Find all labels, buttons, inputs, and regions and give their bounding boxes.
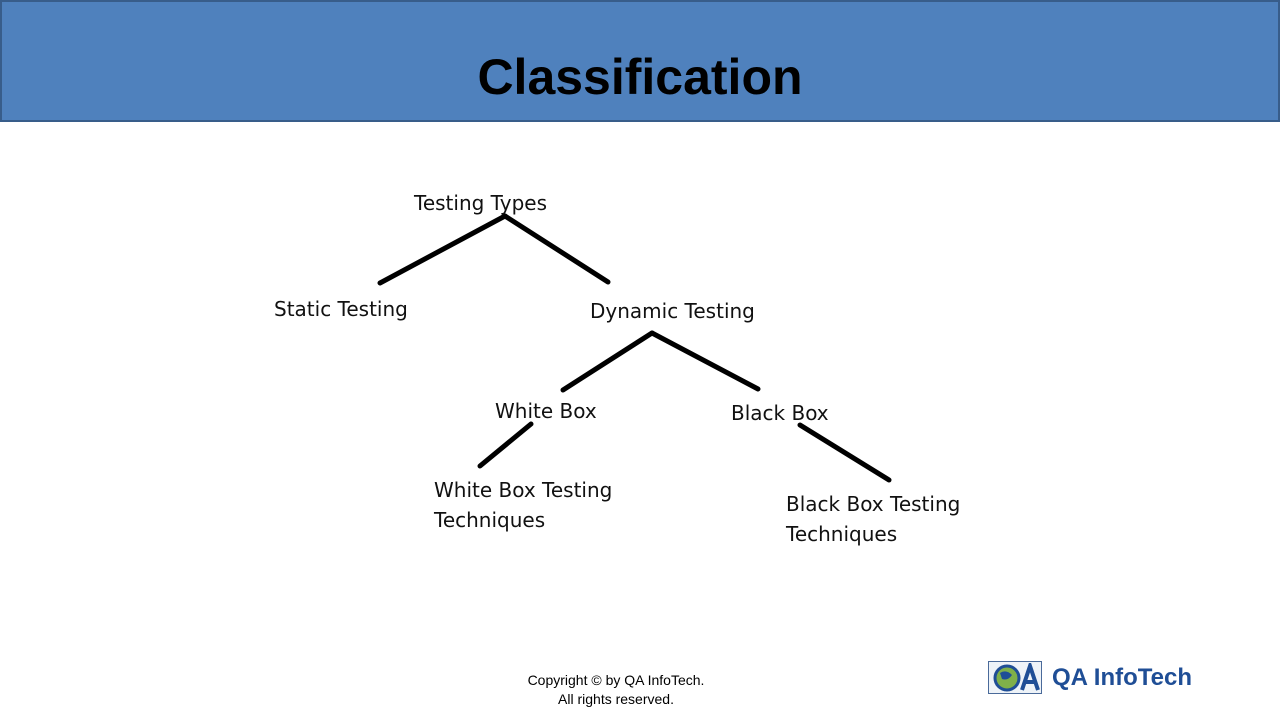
connector-root-dynamic <box>502 213 611 285</box>
slide-title: Classification <box>477 49 803 105</box>
copyright-line: Copyright © by QA InfoTech. <box>527 672 705 688</box>
node-text-line: Techniques <box>434 508 546 532</box>
node-white-box-techniques: White Box Testing Techniques <box>434 475 612 535</box>
node-black-box: Black Box <box>731 401 829 425</box>
copyright-notice: Copyright © by QA InfoTech. All rights r… <box>516 671 716 709</box>
connector-dynamic-white <box>560 330 655 393</box>
node-dynamic-testing: Dynamic Testing <box>590 299 755 323</box>
company-logo: QA InfoTech <box>988 661 1192 694</box>
connector-white-tech <box>477 421 534 469</box>
node-black-box-techniques: Black Box Testing Techniques <box>786 489 960 549</box>
node-testing-types: Testing Types <box>414 191 548 215</box>
node-text-line: White Box Testing <box>434 478 613 502</box>
connector-dynamic-black <box>649 330 761 392</box>
connector-black-tech <box>797 422 892 483</box>
globe-logo-icon <box>988 661 1042 694</box>
copyright-line: All rights reserved. <box>558 691 674 707</box>
node-text-line: Black Box Testing <box>786 492 961 516</box>
title-banner <box>0 0 1280 122</box>
connector-root-static <box>377 213 508 286</box>
node-text-line: Techniques <box>786 522 898 546</box>
node-static-testing: Static Testing <box>274 297 408 321</box>
node-white-box: White Box <box>495 399 597 423</box>
logo-text: QA InfoTech <box>1052 663 1192 691</box>
